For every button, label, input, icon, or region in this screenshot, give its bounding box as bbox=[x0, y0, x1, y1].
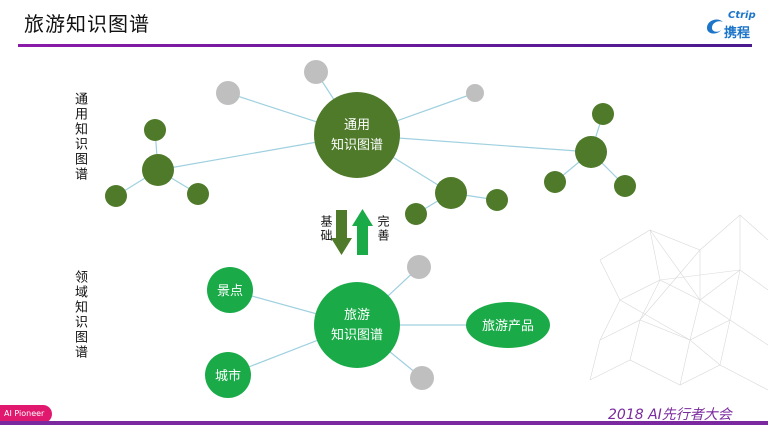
event-name: 2018 AI先行者大会 bbox=[608, 407, 732, 423]
general-kg-label: 通用知识图谱 bbox=[72, 92, 87, 182]
ai-pioneer-badge: AI Pioneer bbox=[0, 405, 52, 423]
general-kg-node-label-1: 通用 bbox=[344, 118, 370, 133]
dark-green-node bbox=[105, 185, 127, 207]
scenic-node bbox=[207, 267, 253, 313]
ctrip-logo: Ctrip 携程 bbox=[704, 10, 760, 41]
gray-node bbox=[466, 84, 484, 102]
gray-node bbox=[407, 255, 431, 279]
city-node-label: 城市 bbox=[215, 368, 241, 384]
city-node bbox=[205, 352, 251, 398]
travel-kg-node bbox=[314, 282, 400, 368]
dark-green-node bbox=[187, 183, 209, 205]
down-arrow bbox=[331, 210, 352, 255]
general-kg-node bbox=[314, 92, 400, 178]
dark-green-node bbox=[544, 171, 566, 193]
dark-green-node bbox=[405, 203, 427, 225]
ctrip-dolphin-icon bbox=[707, 19, 723, 34]
dark-green-node bbox=[435, 177, 467, 209]
title-divider bbox=[18, 44, 752, 47]
travel-kg-node-label-1: 旅游 bbox=[344, 308, 370, 323]
gray-node bbox=[304, 60, 328, 84]
gray-node bbox=[410, 366, 434, 390]
logo-text-cn: 携程 bbox=[724, 26, 751, 41]
scenic-node-label: 景点 bbox=[217, 284, 243, 299]
dark-green-node bbox=[144, 119, 166, 141]
gray-node bbox=[216, 81, 240, 105]
foundation-label: 基础 bbox=[319, 215, 333, 243]
travel-kg-node-label-2: 知识图谱 bbox=[331, 327, 383, 343]
dark-green-node bbox=[486, 189, 508, 211]
dark-green-node bbox=[142, 154, 174, 186]
travel-product-node-label: 旅游产品 bbox=[482, 319, 534, 334]
dark-green-node bbox=[614, 175, 636, 197]
page-title: 旅游知识图谱 bbox=[24, 12, 150, 36]
footer-divider bbox=[0, 421, 768, 425]
dark-green-node bbox=[575, 136, 607, 168]
up-arrow bbox=[352, 209, 373, 255]
improve-label: 完善 bbox=[376, 215, 390, 243]
logo-text-en: Ctrip bbox=[728, 10, 756, 21]
domain-kg-label: 领域知识图谱 bbox=[72, 270, 87, 360]
dark-green-node bbox=[592, 103, 614, 125]
travel-product-node bbox=[466, 302, 550, 348]
general-kg-node-label-2: 知识图谱 bbox=[331, 137, 383, 153]
decorative-network bbox=[589, 214, 768, 391]
